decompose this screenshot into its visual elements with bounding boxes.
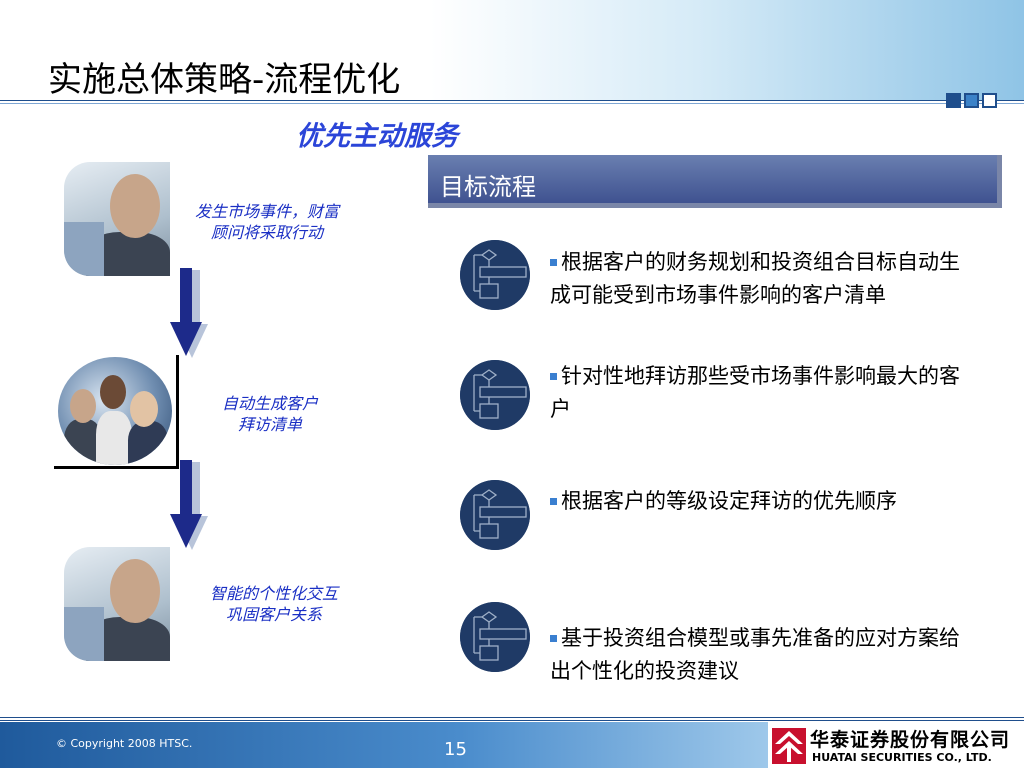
- bullet-item-4: 基于投资组合模型或事先准备的应对方案给出个性化的投资建议: [550, 622, 980, 688]
- arrow-shaft: [180, 268, 192, 324]
- icon-circle: [460, 360, 530, 430]
- bullet-text-2: 针对性地拜访那些受市场事件影响最大的客户: [550, 364, 960, 421]
- step-3-line-1: 智能的个性化交互: [209, 584, 338, 603]
- footer-divider: [0, 717, 1024, 718]
- header-title: 目标流程: [440, 173, 536, 201]
- page-title: 实施总体策略-流程优化: [48, 60, 401, 100]
- deco-square-mid: [964, 93, 979, 108]
- flow-lines: [473, 369, 527, 419]
- bullet-square: [550, 635, 557, 642]
- icon-circle: [460, 240, 530, 310]
- bullet-text-3: 根据客户的等级设定拜访的优先顺序: [561, 489, 897, 513]
- bullet-text-1: 根据客户的财务规划和投资组合目标自动生成可能受到市场事件影响的客户清单: [550, 250, 960, 307]
- bullet-item-3: 根据客户的等级设定拜访的优先顺序: [550, 485, 980, 518]
- header-gradient: [430, 0, 1024, 100]
- face-shape: [100, 375, 126, 409]
- document-shape: [64, 222, 104, 276]
- bullet-item-2: 针对性地拜访那些受市场事件影响最大的客户: [550, 360, 980, 426]
- face-shape: [110, 174, 160, 238]
- flow-lines: [473, 249, 527, 299]
- bullet-text-4: 基于投资组合模型或事先准备的应对方案给出个性化的投资建议: [550, 626, 960, 683]
- step-1-line-1: 发生市场事件，财富: [194, 202, 339, 221]
- title-divider-secondary: [0, 103, 1024, 104]
- logo-area: [768, 722, 1024, 768]
- deco-square-dark: [946, 93, 961, 108]
- step-label-1: 发生市场事件，财富 顾问将采取行动: [172, 201, 362, 243]
- logo-chevron-top: [775, 731, 803, 744]
- flowchart-icon: [460, 240, 530, 310]
- deco-square-light: [982, 93, 997, 108]
- logo-icon: [772, 728, 806, 764]
- copyright-text: © Copyright 2008 HTSC.: [56, 737, 193, 750]
- arrow-shaft: [180, 460, 192, 516]
- down-arrow-icon: [170, 460, 208, 550]
- bullet-item-1: 根据客户的财务规划和投资组合目标自动生成可能受到市场事件影响的客户清单: [550, 246, 980, 312]
- step-3-line-2: 巩固客户关系: [225, 605, 322, 624]
- decorative-squares: [946, 93, 997, 108]
- bullet-square: [550, 259, 557, 266]
- flow-lines: [473, 489, 527, 539]
- man-photo-2: [64, 547, 170, 661]
- suit-shape: [128, 421, 168, 465]
- arrow-head: [170, 322, 202, 356]
- company-name-en: HUATAI SECURITIES CO., LTD.: [812, 751, 992, 764]
- step-2-line-2: 拜访清单: [237, 415, 302, 434]
- icon-circle: [460, 480, 530, 550]
- document-shape: [64, 607, 104, 661]
- bracket-vertical: [176, 355, 179, 468]
- step-1-line-2: 顾问将采取行动: [210, 223, 323, 242]
- logo-stem: [787, 746, 791, 762]
- down-arrow-icon: [170, 268, 208, 358]
- target-process-header: 目标流程: [428, 155, 1002, 208]
- flowchart-icon: [460, 480, 530, 550]
- step-label-2: 自动生成客户 拜访清单: [190, 393, 350, 435]
- suit-shape: [64, 419, 102, 465]
- section-subtitle: 优先主动服务: [296, 121, 458, 152]
- face-shape: [110, 559, 160, 623]
- face-shape: [70, 389, 96, 423]
- footer-divider-secondary: [0, 720, 1024, 721]
- flow-lines: [473, 611, 527, 661]
- arrow-head: [170, 514, 202, 548]
- flowchart-icon: [460, 602, 530, 672]
- icon-circle: [460, 602, 530, 672]
- logo-chevron-bottom: [775, 741, 803, 754]
- man-photo-1: [64, 162, 170, 276]
- bracket-horizontal: [54, 466, 179, 469]
- flowchart-icon: [460, 360, 530, 430]
- bullet-square: [550, 373, 557, 380]
- group-photo: [58, 357, 172, 465]
- bullet-square: [550, 498, 557, 505]
- shirt-shape: [96, 411, 132, 465]
- step-label-3: 智能的个性化交互 巩固客户关系: [186, 583, 362, 625]
- company-name-cn: 华泰证券股份有限公司: [810, 729, 1011, 751]
- title-divider: [0, 100, 1024, 101]
- page-number: 15: [444, 739, 467, 760]
- step-2-line-1: 自动生成客户: [221, 394, 318, 413]
- face-shape: [130, 391, 158, 427]
- footer-bar: [0, 722, 768, 768]
